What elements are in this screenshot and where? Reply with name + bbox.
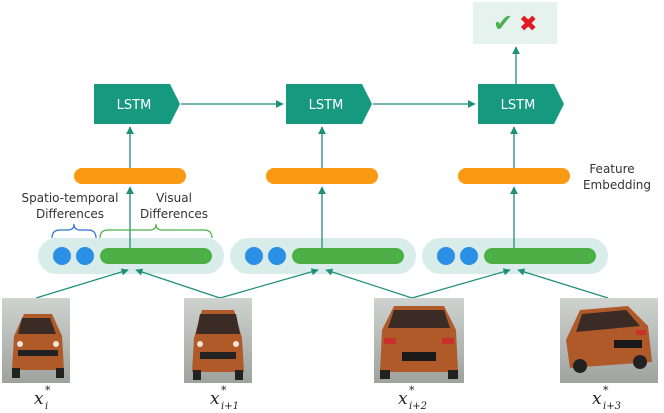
feature-pill-1	[38, 238, 224, 274]
lstm-label: LSTM	[309, 98, 344, 113]
label-base: x	[210, 389, 220, 409]
label-sup: *	[221, 384, 227, 397]
image-arrow	[35, 268, 129, 299]
visual-label-line1: Visual	[156, 191, 192, 205]
image-arrow	[135, 268, 221, 299]
image-arrow	[325, 268, 413, 299]
embedding-bar	[74, 168, 186, 184]
lstm-shape	[286, 84, 372, 124]
visual-brace	[99, 223, 213, 239]
cross-icon: ✖	[519, 12, 537, 37]
label-x-i: x * i	[34, 384, 51, 412]
lstm-block-2: LSTM	[286, 84, 372, 124]
label-sub: i+2	[409, 401, 427, 412]
lstm-block-1: LSTM	[94, 84, 180, 124]
spatio-temporal-label-line1: Spatio-temporal	[22, 191, 119, 205]
label-sub: i+3	[603, 401, 621, 412]
label-x-i-plus-3: x * i+3	[592, 384, 621, 412]
feature-embedding-label-line1: Feature	[589, 162, 634, 176]
output-box-bg	[473, 2, 557, 44]
lstm-shape	[478, 84, 564, 124]
lstm-label: LSTM	[501, 98, 536, 113]
feature-pill-2	[230, 238, 416, 274]
visual-bar	[100, 248, 212, 264]
visual-bar	[292, 248, 404, 264]
image-arrow	[517, 268, 609, 299]
lstm-shape	[94, 84, 180, 124]
label-base: x	[34, 389, 44, 409]
feature-pill-3	[422, 238, 608, 274]
label-x-i-plus-2: x * i+2	[398, 384, 427, 412]
car-image-2	[184, 298, 252, 383]
spatio-temporal-brace	[51, 223, 97, 239]
spatial-dot	[53, 247, 71, 265]
label-sub: i+1	[221, 401, 239, 412]
image-arrow	[411, 268, 511, 299]
label-base: x	[398, 389, 408, 409]
car-image-4	[560, 298, 658, 383]
lstm-label: LSTM	[117, 98, 152, 113]
spatio-temporal-label-line2: Differences	[36, 207, 104, 221]
output-box: ✔ ✖	[473, 2, 557, 44]
visual-label-line2: Differences	[140, 207, 208, 221]
car-image-1	[2, 298, 70, 383]
spatial-dot	[245, 247, 263, 265]
embedding-bar	[266, 168, 378, 184]
spatial-dot	[268, 247, 286, 265]
spatial-dot	[437, 247, 455, 265]
visual-bar	[484, 248, 596, 264]
label-sup: *	[45, 384, 51, 397]
embedding-bar	[458, 168, 570, 184]
label-base: x	[592, 389, 602, 409]
label-sup: *	[603, 384, 609, 397]
lstm-block-3: LSTM	[478, 84, 564, 124]
check-icon: ✔	[493, 9, 513, 37]
car-image-3	[374, 298, 464, 383]
label-x-i-plus-1: x * i+1	[210, 384, 239, 412]
spatial-dot	[76, 247, 94, 265]
feature-embedding-label-line2: Embedding	[583, 178, 651, 192]
label-sub: i	[45, 401, 48, 412]
label-sup: *	[409, 384, 415, 397]
image-arrow	[219, 268, 319, 299]
spatial-dot	[460, 247, 478, 265]
